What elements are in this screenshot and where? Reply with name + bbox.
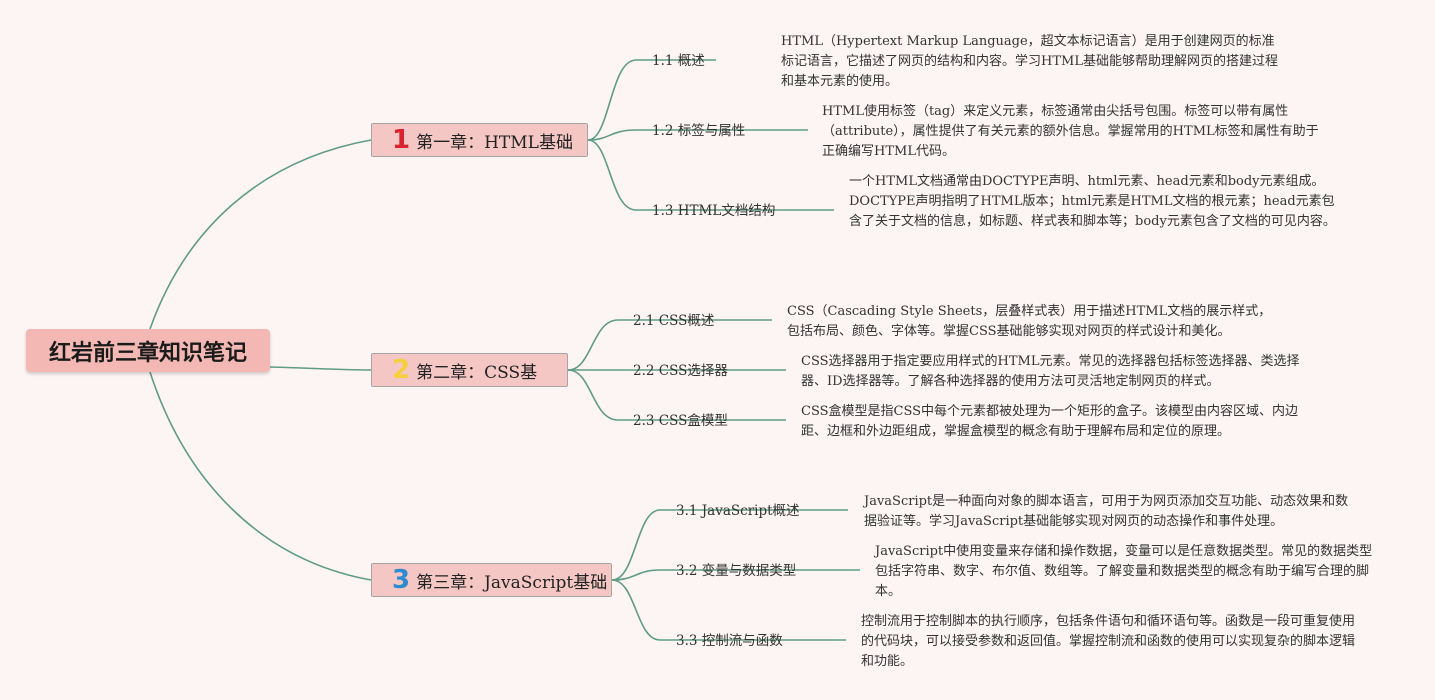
connector-ch3-s3 — [611, 579, 846, 641]
chapter-number-2: 2 — [392, 355, 411, 385]
section-desc-3-1: JavaScript是一种面向对象的脚本语言，可用于为网页添加交互功能、动态效果… — [864, 494, 1349, 529]
root-node[interactable]: 红岩前三章知识笔记 — [26, 329, 270, 372]
chapter-node-2[interactable]: 2 第二章：CSS基 — [371, 353, 568, 387]
connector-ch3-s1 — [611, 509, 848, 581]
connector-ch2-s1 — [567, 319, 772, 371]
section-desc-1-3: 一个HTML文档通常由DOCTYPE声明、html元素、head元素和body元… — [849, 174, 1336, 229]
chapter-label-1: 第一章：HTML基础 — [416, 132, 573, 153]
section-label-1-1[interactable]: 1.1 概述 — [652, 53, 705, 69]
section-label-3-2[interactable]: 3.2 变量与数据类型 — [676, 563, 797, 579]
section-label-3-1[interactable]: 3.1 JavaScript概述 — [676, 503, 800, 519]
section-label-2-2[interactable]: 2.2 CSS选择器 — [633, 363, 728, 379]
connector-ch3-s2 — [611, 569, 860, 581]
chapter-label-3: 第三章：JavaScript基础 — [416, 572, 608, 593]
chapter-node-3[interactable]: 3 第三章：JavaScript基础 — [371, 563, 612, 597]
connector-root-ch3 — [149, 371, 372, 581]
section-label-2-1[interactable]: 2.1 CSS概述 — [633, 313, 715, 329]
chapter-number-3: 3 — [392, 565, 411, 595]
chapter-node-1[interactable]: 1 第一章：HTML基础 — [371, 123, 588, 157]
connector-root-ch2 — [269, 366, 372, 371]
section-desc-3-2: JavaScript中使用变量来存储和操作数据，变量可以是任意数据类型。常见的数… — [875, 544, 1373, 599]
chapter-label-2: 第二章：CSS基 — [416, 362, 538, 383]
connector-ch1-s2 — [587, 129, 808, 141]
connector-ch2-s3 — [567, 369, 786, 421]
section-desc-3-3: 控制流用于控制脚本的执行顺序，包括条件语句和循环语句等。函数是一段可重复使用的代… — [861, 614, 1356, 669]
section-desc-1-2: HTML使用标签（tag）来定义元素，标签通常由尖括号包围。标签可以带有属性（a… — [822, 104, 1319, 159]
section-desc-1-1: HTML（Hypertext Markup Language，超文本标记语言）是… — [781, 34, 1278, 89]
connector-root-ch1 — [149, 139, 372, 330]
section-desc-2-3: CSS盒模型是指CSS中每个元素都被处理为一个矩形的盒子。该模型由内容区域、内边… — [801, 404, 1299, 439]
section-desc-2-1: CSS（Cascading Style Sheets，层叠样式表）用于描述HTM… — [787, 304, 1272, 339]
section-label-1-2[interactable]: 1.2 标签与属性 — [652, 123, 746, 139]
chapter-number-1: 1 — [392, 125, 411, 155]
connector-ch1-s3 — [587, 139, 834, 211]
section-desc-2-2: CSS选择器用于指定要应用样式的HTML元素。常见的选择器包括标签选择器、类选择… — [801, 354, 1300, 389]
connector-ch1-s1 — [587, 59, 716, 141]
section-label-1-3[interactable]: 1.3 HTML文档结构 — [652, 203, 776, 219]
section-label-2-3[interactable]: 2.3 CSS盒模型 — [633, 413, 728, 429]
section-label-3-3[interactable]: 3.3 控制流与函数 — [676, 633, 783, 649]
